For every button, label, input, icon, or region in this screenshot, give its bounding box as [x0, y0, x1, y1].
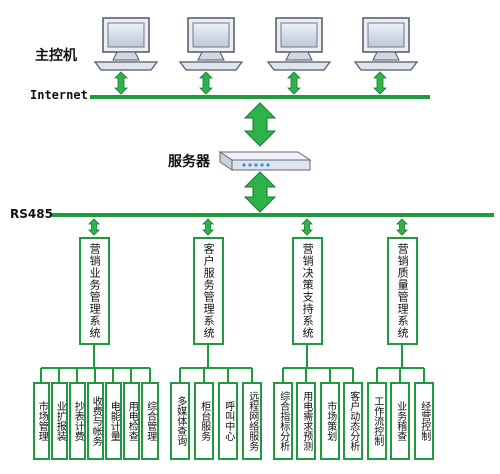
module-box: 远程网络服务: [242, 382, 262, 460]
module-box: 业务稽查: [390, 382, 410, 460]
module-label: 客户动态分析: [347, 391, 359, 451]
subsystem-box: 营销决策支持系统: [292, 237, 323, 345]
module-label: 用电检查: [126, 401, 138, 441]
subsystem-link-arrows: [88, 218, 408, 236]
internet-bus-line: [90, 95, 430, 99]
module-label: 用电需求预测: [300, 391, 312, 451]
module-box: 客户动态分析: [343, 382, 363, 460]
server-rs485-arrow: [243, 171, 277, 213]
module-label: 市场策划: [324, 401, 336, 441]
subsystem-title: 客户服务管理系统: [202, 243, 216, 339]
subsystem-title: 营销业务管理系统: [88, 243, 102, 339]
subsystem-box: 客户服务管理系统: [193, 237, 224, 345]
computer-icon-3: [266, 17, 332, 71]
module-box: 呼叫中心: [218, 382, 238, 460]
rs485-label: RS485: [10, 207, 53, 221]
module-label: 业务稽查: [394, 401, 406, 441]
rs485-bus-line: [52, 213, 494, 217]
module-label: 工作流控制: [371, 396, 383, 446]
module-box: 综合管理: [141, 382, 159, 460]
module-label: 综合指标分析: [277, 391, 289, 451]
subsystem-title: 营销质量管理系统: [396, 243, 410, 339]
module-box: 工作流控制: [367, 382, 387, 460]
internet-server-arrow: [243, 102, 277, 147]
tree-connectors: [40, 345, 425, 382]
subsystem-title: 营销决策支持系统: [301, 243, 315, 339]
module-label: 业扩报装: [54, 401, 66, 441]
computer-icon-2: [178, 17, 244, 71]
server-icon: [218, 151, 312, 171]
module-box: 抄表计费: [69, 382, 86, 460]
module-box: 用电检查: [123, 382, 140, 460]
module-label: 综合管理: [144, 401, 156, 441]
computer-icon-1: [93, 17, 159, 71]
module-label: 柜台服务: [198, 401, 210, 441]
module-label: 多媒体查询: [174, 396, 186, 446]
module-box: 市场管理: [33, 382, 50, 460]
module-box: 柜台服务: [194, 382, 214, 460]
host-label: 主控机: [35, 48, 77, 64]
module-label: 收费与帐务: [90, 396, 102, 446]
host-link-arrows: [114, 71, 387, 95]
subsystem-box: 营销质量管理系统: [387, 237, 418, 345]
module-box: 收费与帐务: [87, 382, 104, 460]
module-box: 市场策划: [320, 382, 340, 460]
module-label: 经营控制: [418, 401, 430, 441]
module-box: 电能计量: [105, 382, 122, 460]
module-label: 呼叫中心: [222, 401, 234, 441]
module-label: 抄表计费: [72, 401, 84, 441]
module-box: 用电需求预测: [296, 382, 316, 460]
module-box: 经营控制: [414, 382, 434, 460]
module-box: 多媒体查询: [170, 382, 190, 460]
module-label: 电能计量: [108, 401, 120, 441]
server-label: 服务器: [168, 154, 210, 170]
internet-label: Internet: [30, 88, 88, 102]
module-label: 市场管理: [36, 401, 48, 441]
subsystem-box: 营销业务管理系统: [79, 237, 110, 345]
module-box: 业扩报装: [51, 382, 68, 460]
module-label: 远程网络服务: [246, 391, 258, 451]
computer-icon-4: [353, 17, 419, 71]
module-box: 综合指标分析: [273, 382, 293, 460]
